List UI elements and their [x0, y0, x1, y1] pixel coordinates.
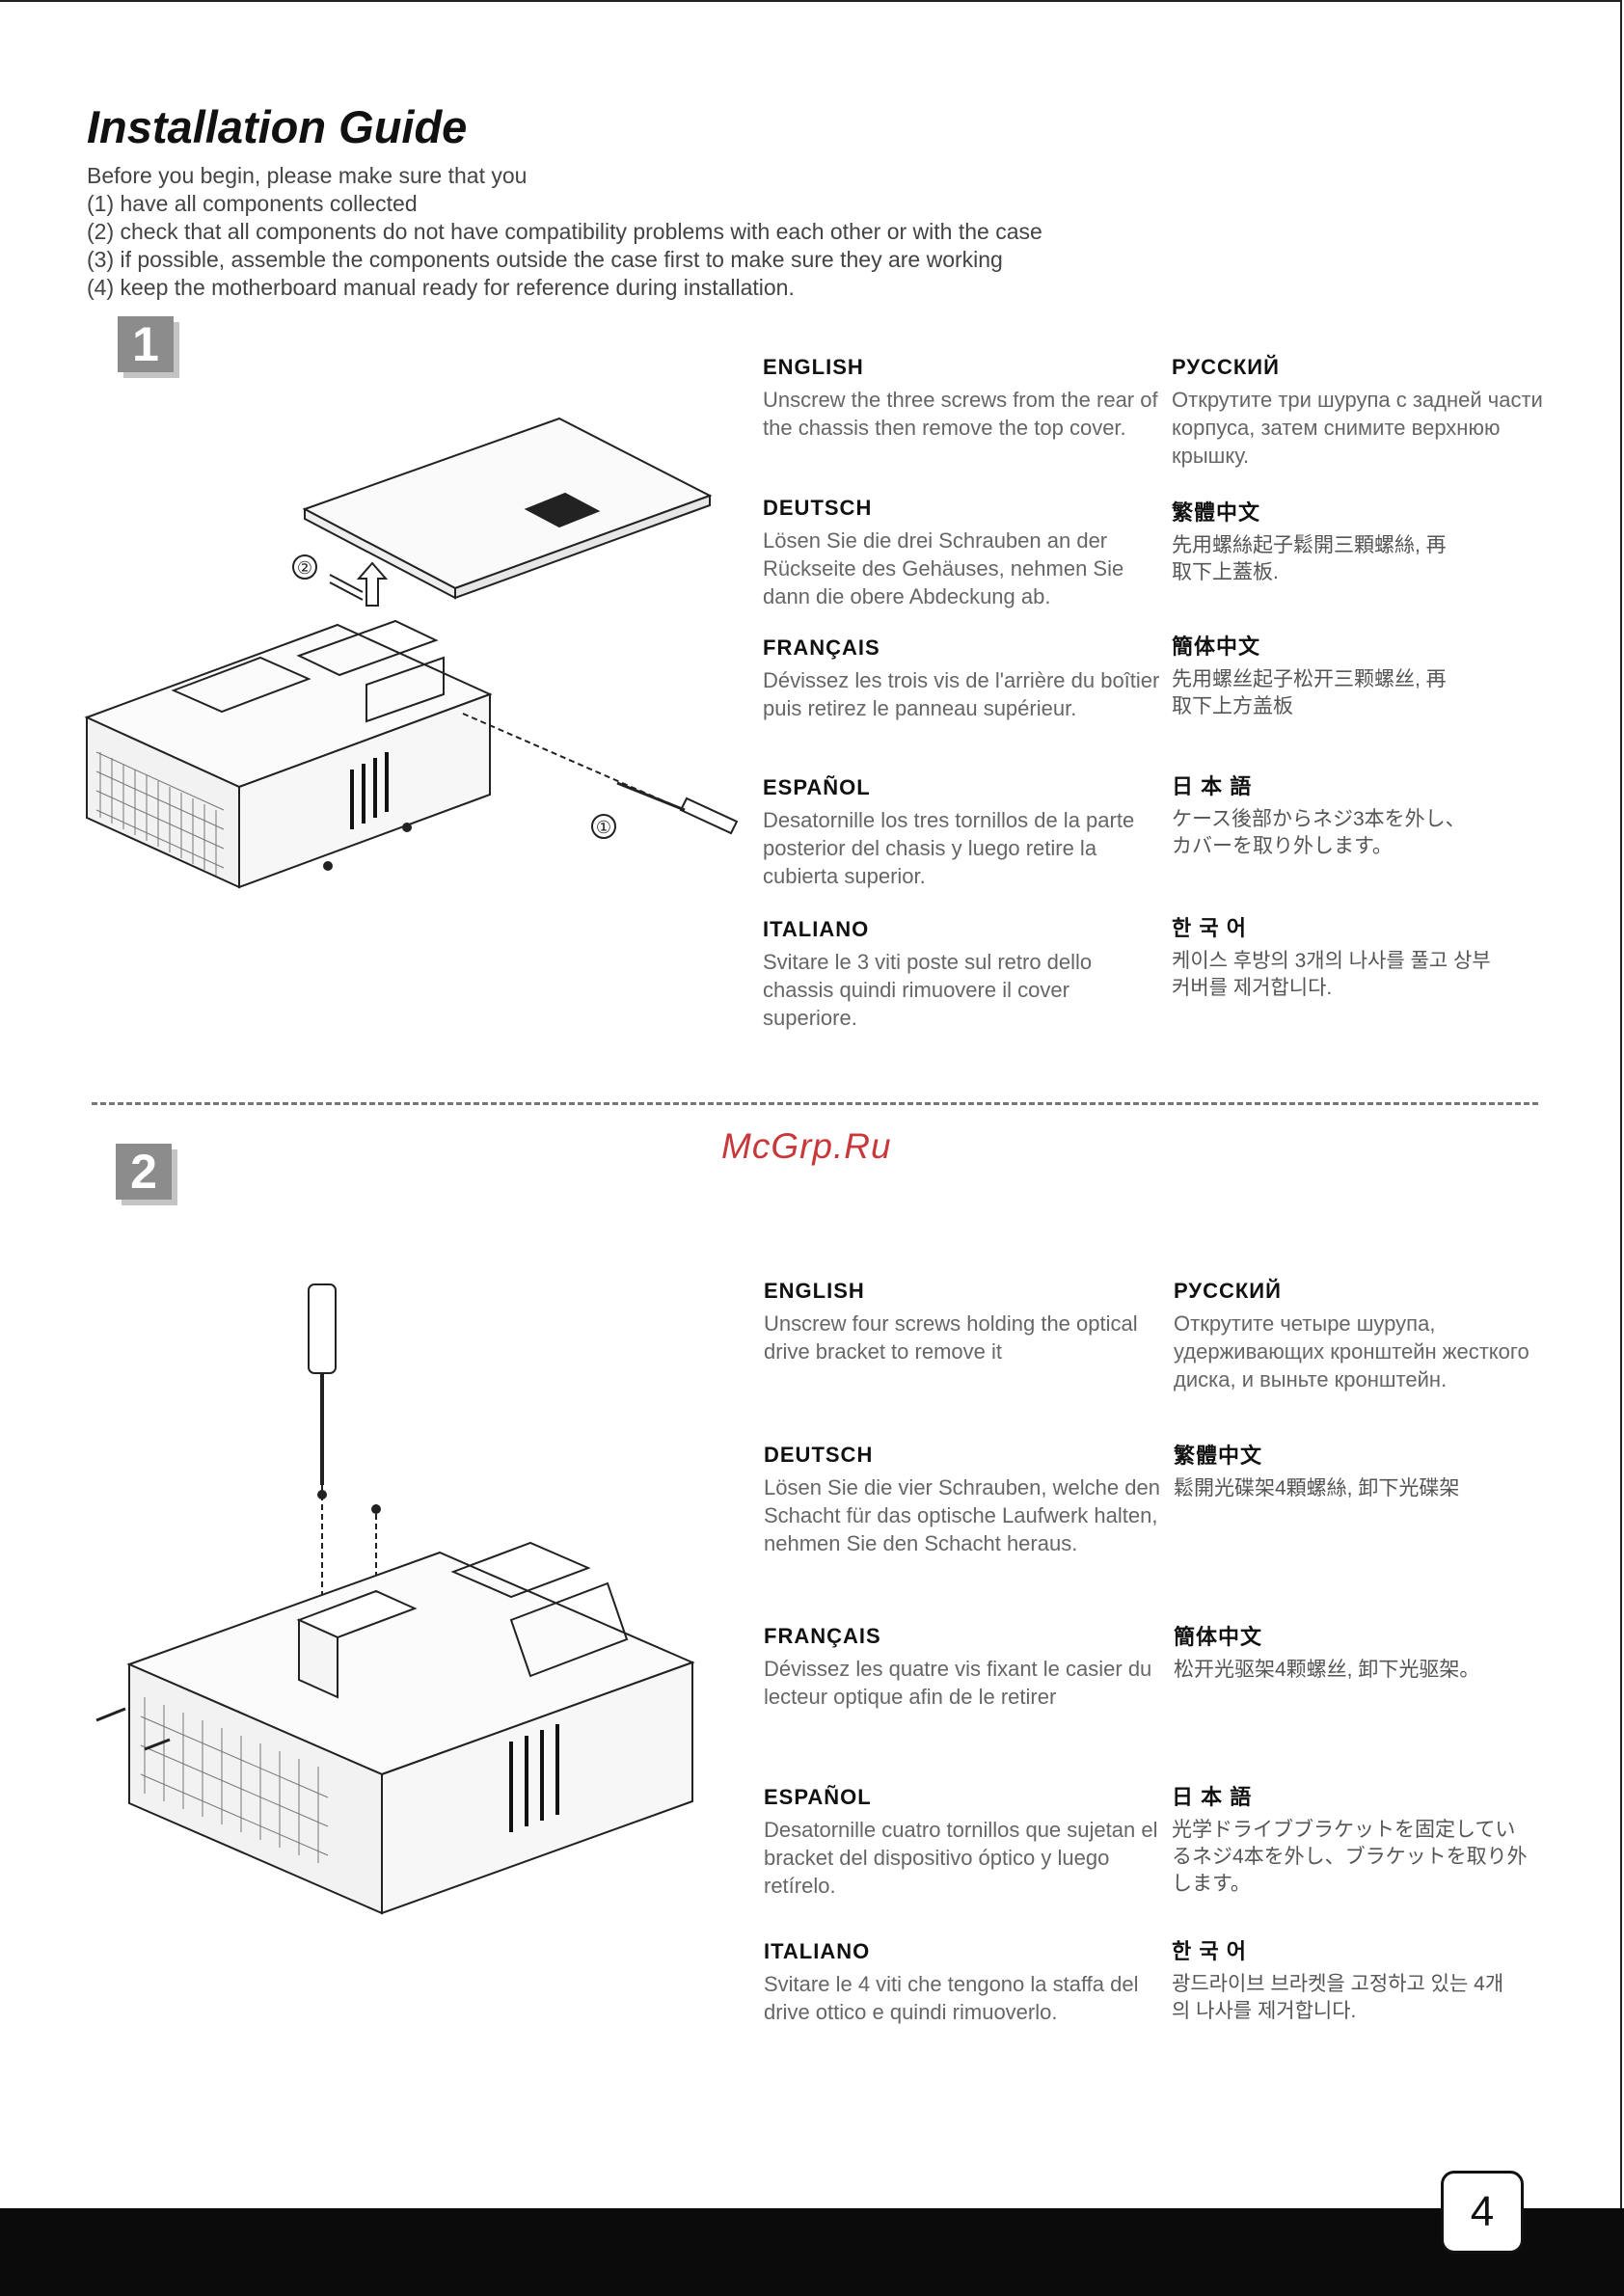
callout-2: ②	[297, 558, 312, 579]
callout-1: ①	[596, 818, 611, 838]
lang-title: 日 本 語	[1172, 774, 1253, 798]
lang-title: 繁體中文	[1174, 1444, 1263, 1468]
lang-title: ESPAÑOL	[763, 775, 871, 799]
step-1-badge: 1	[118, 316, 174, 372]
step-2-deutsch: DEUTSCH Lösen Sie die vier Schrauben, we…	[764, 1443, 1188, 1557]
intro-line: (2) check that all components do not hav…	[87, 219, 1042, 244]
step-1-trad-chinese: 繁體中文 先用螺絲起子鬆開三顆螺絲, 再取下上蓋板.	[1172, 496, 1461, 586]
lang-text: Unscrew the three screws from the rear o…	[763, 388, 1158, 440]
lang-text: Desatornille cuatro tornillos que sujeta…	[764, 1818, 1158, 1898]
step-2-simp-chinese: 簡体中文 松开光驱架4颗螺丝, 卸下光驱架。	[1174, 1620, 1559, 1684]
lang-text: Svitare le 3 viti poste sul retro dello …	[763, 950, 1093, 1030]
lang-text: 先用螺絲起子鬆開三顆螺絲, 再取下上蓋板.	[1172, 534, 1447, 583]
lang-text: 松开光驱架4颗螺丝, 卸下光驱架。	[1174, 1659, 1480, 1681]
lang-text: 光学ドライブブラケットを固定しているネジ4本を外し、ブラケットを取り外します。	[1172, 1819, 1528, 1895]
lang-text: Svitare le 4 viti che tengono la staffa …	[764, 1972, 1139, 2024]
lang-title: ENGLISH	[763, 355, 864, 379]
lang-text: Dévissez les quatre vis fixant le casier…	[764, 1657, 1152, 1709]
lang-text: Lösen Sie die drei Schrauben an der Rück…	[763, 528, 1124, 608]
intro-line: Before you begin, please make sure that …	[87, 163, 528, 188]
step-1-russian: РУССКИЙ Открутите три шурупа с задней ча…	[1172, 355, 1557, 470]
step-2-francais: FRANÇAIS Dévissez les quatre vis fixant …	[764, 1624, 1169, 1711]
step-1-japanese: 日 本 語 ケース後部からネジ3本を外し、カバーを取り外します。	[1172, 770, 1480, 860]
step-2-korean: 한 국 어 광드라이브 브라켓을 고정하고 있는 4개의 나사를 제거합니다.	[1172, 1934, 1519, 2025]
step-1-francais: FRANÇAIS Dévissez les trois vis de l'arr…	[763, 635, 1168, 722]
step-2-badge: 2	[116, 1144, 172, 1200]
watermark: McGrp.Ru	[721, 1126, 892, 1166]
lang-title: ITALIANO	[764, 1939, 871, 1963]
lang-title: ESPAÑOL	[764, 1785, 872, 1809]
lang-text: 鬆開光碟架4顆螺絲, 卸下光碟架	[1174, 1477, 1460, 1499]
step-2-russian: РУССКИЙ Открутите четыре шурупа, удержив…	[1174, 1279, 1559, 1393]
intro-line: (3) if possible, assemble the components…	[87, 247, 1003, 272]
intro-list: Before you begin, please make sure that …	[87, 162, 1042, 302]
lang-title: 한 국 어	[1172, 916, 1247, 940]
lang-text: Lösen Sie die vier Schrauben, welche den…	[764, 1475, 1160, 1555]
step-2-italiano: ITALIANO Svitare le 4 viti che tengono l…	[764, 1939, 1169, 2026]
lang-title: РУССКИЙ	[1174, 1279, 1282, 1303]
lang-text: Открутите четыре шурупа, удерживающих кр…	[1174, 1311, 1529, 1391]
lang-text: Dévissez les trois vis de l'arrière du b…	[763, 668, 1160, 720]
lang-title: FRANÇAIS	[764, 1624, 881, 1648]
lang-text: Desatornille los tres tornillos de la pa…	[763, 808, 1135, 888]
page-title: Installation Guide	[87, 101, 468, 152]
step-2-espanol: ESPAÑOL Desatornille cuatro tornillos qu…	[764, 1785, 1169, 1900]
lang-title: FRANÇAIS	[763, 635, 880, 660]
lang-text: 광드라이브 브라켓을 고정하고 있는 4개의 나사를 제거합니다.	[1172, 1973, 1504, 2022]
lang-text: 先用螺丝起子松开三颗螺丝, 再取下上方盖板	[1172, 668, 1447, 717]
lang-title: 日 本 語	[1172, 1785, 1253, 1809]
lang-title: DEUTSCH	[763, 496, 873, 520]
lang-title: 繁體中文	[1172, 500, 1261, 525]
lang-title: 簡体中文	[1172, 635, 1261, 659]
lang-title: DEUTSCH	[764, 1443, 874, 1467]
step-1-english: ENGLISH Unscrew the three screws from th…	[763, 355, 1168, 442]
lang-title: ITALIANO	[763, 917, 870, 941]
section-divider	[92, 1102, 1538, 1105]
step-1-espanol: ESPAÑOL Desatornille los tres tornillos …	[763, 775, 1168, 890]
step-2-trad-chinese: 繁體中文 鬆開光碟架4顆螺絲, 卸下光碟架	[1174, 1439, 1559, 1502]
step-1-deutsch: DEUTSCH Lösen Sie die drei Schrauben an …	[763, 496, 1168, 610]
step-1-illustration: ② ①	[84, 417, 739, 889]
lang-text: Открутите три шурупа с задней части корп…	[1172, 388, 1543, 468]
lang-text: 케이스 후방의 3개의 나사를 풀고 상부 커버를 제거합니다.	[1172, 950, 1491, 999]
step-1-simp-chinese: 簡体中文 先用螺丝起子松开三颗螺丝, 再取下上方盖板	[1172, 630, 1461, 720]
step-1-italiano: ITALIANO Svitare le 3 viti poste sul ret…	[763, 917, 1168, 1032]
lang-text: ケース後部からネジ3本を外し、カバーを取り外します。	[1172, 808, 1466, 857]
intro-line: (4) keep the motherboard manual ready fo…	[87, 275, 795, 300]
step-1-korean: 한 국 어 케이스 후방의 3개의 나사를 풀고 상부 커버를 제거합니다.	[1172, 911, 1500, 1002]
page-number: 4	[1441, 2171, 1524, 2254]
lang-title: РУССКИЙ	[1172, 355, 1280, 379]
step-2-english: ENGLISH Unscrew four screws holding the …	[764, 1279, 1169, 1365]
step-2-illustration	[95, 1283, 695, 1915]
lang-title: ENGLISH	[764, 1279, 865, 1303]
footer-bar	[0, 2208, 1624, 2296]
step-2-japanese: 日 本 語 光学ドライブブラケットを固定しているネジ4本を外し、ブラケットを取り…	[1172, 1780, 1529, 1898]
lang-title: 簡体中文	[1174, 1625, 1263, 1649]
lang-title: 한 국 어	[1172, 1939, 1247, 1963]
intro-line: (1) have all components collected	[87, 191, 418, 216]
lang-text: Unscrew four screws holding the optical …	[764, 1311, 1138, 1364]
